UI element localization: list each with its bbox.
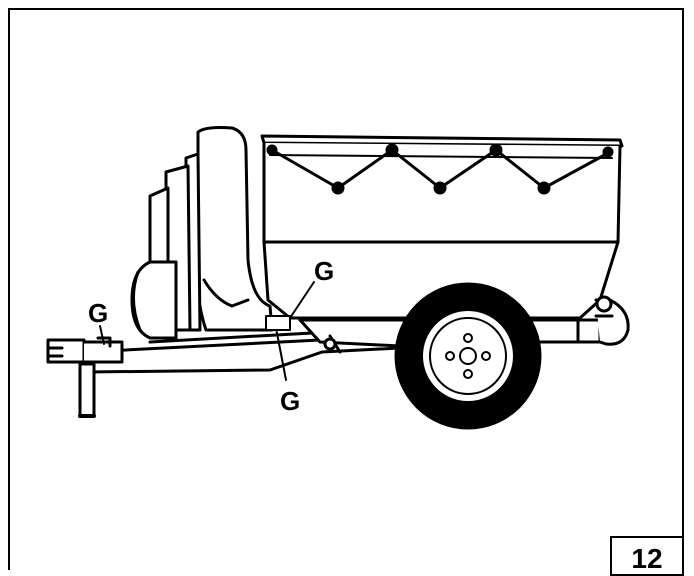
- wheel: [394, 282, 542, 430]
- grease-point-markers: [99, 281, 315, 381]
- grease-callout-tongue: G: [88, 298, 108, 328]
- figure-number: 12: [631, 543, 663, 574]
- grease-callout-frame-pivot: G: [280, 386, 300, 416]
- figure-frame: [8, 8, 684, 570]
- figure-number-box: 12: [610, 536, 684, 576]
- hitch-tongue: [46, 336, 124, 364]
- rear-hook: [576, 295, 630, 346]
- jack-stand: [78, 362, 96, 418]
- engine-housing: [130, 126, 274, 340]
- grease-callout-hopper-pivot: G: [314, 256, 334, 286]
